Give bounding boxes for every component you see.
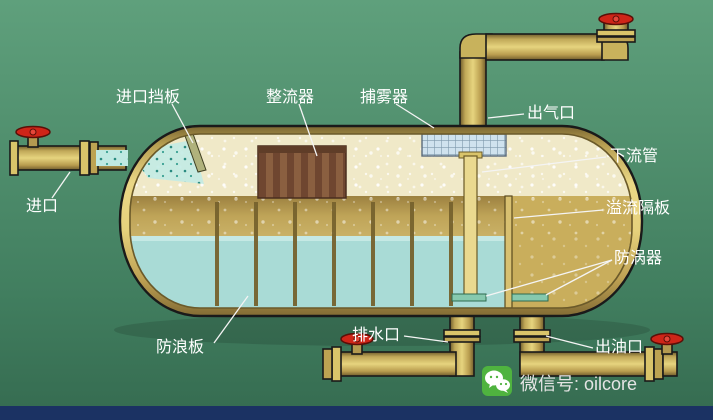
leader-overflow-baffle (513, 209, 604, 219)
leader-oil-outlet (545, 335, 594, 349)
vortex-breaker-oil (511, 293, 549, 302)
leader-rectifier (298, 103, 318, 157)
oil-foam-speckles (130, 196, 632, 236)
watermark: 微信号: oilcore (482, 366, 637, 396)
leader-inlet-baffle (171, 103, 194, 144)
wave-breaker-plates (215, 202, 453, 306)
leader-vortex-1 (545, 259, 613, 296)
leader-mist-catcher (395, 103, 435, 129)
label-gas-outlet: 出气口 (527, 104, 575, 122)
inlet-baffle-plate (183, 134, 207, 173)
gas-outlet-pipe (459, 19, 636, 133)
leader-gas-outlet (487, 113, 525, 119)
label-overflow-baffle: 溢流隔板 (606, 199, 670, 217)
water-surface-highlight (130, 236, 507, 241)
water-drain-valve (340, 332, 374, 346)
rectifier-top-edge (258, 146, 346, 153)
water-layer (130, 236, 507, 308)
vortex-breaker-drain (451, 293, 487, 302)
vessel-interior (130, 134, 632, 308)
label-vortex-breaker: 防涡器 (614, 249, 662, 267)
label-wave-breaker: 防浪板 (156, 338, 204, 356)
water-drain-pipe (322, 313, 481, 382)
inlet-pipe (9, 133, 128, 176)
leader-water-drain (403, 335, 449, 343)
watermark-text: 微信号: oilcore (520, 374, 637, 394)
label-rectifier: 整流器 (266, 88, 314, 106)
oil-outlet-pipe (513, 313, 678, 382)
label-inlet-baffle: 进口挡板 (116, 88, 180, 106)
label-mist-catcher: 捕雾器 (360, 88, 408, 106)
leader-vortex-2 (485, 259, 613, 297)
downcomer-tube (463, 155, 478, 299)
wechat-icon (482, 366, 512, 396)
leader-downcomer (481, 156, 607, 173)
labels: 进口挡板 整流器 捕雾器 出气口 下流管 溢流隔板 防涡器 进口 防浪板 排水口… (26, 88, 670, 356)
rectifier-element (257, 145, 347, 199)
oil-outlet-valve (650, 332, 684, 346)
label-water-drain: 排水口 (352, 326, 400, 344)
label-oil-outlet: 出油口 (595, 338, 643, 356)
inlet-valve (15, 125, 51, 139)
gas-outlet-valve (598, 12, 634, 26)
overflow-baffle-plate (504, 195, 513, 308)
cutaway-edge (129, 133, 633, 309)
label-downcomer: 下流管 (610, 147, 658, 165)
label-inlet: 进口 (26, 197, 58, 215)
leader-inlet (51, 171, 71, 199)
footer-bar (0, 406, 713, 420)
leader-wave-breaker (213, 295, 249, 344)
gas-droplets-2 (130, 134, 632, 198)
leader-lines (51, 103, 613, 349)
